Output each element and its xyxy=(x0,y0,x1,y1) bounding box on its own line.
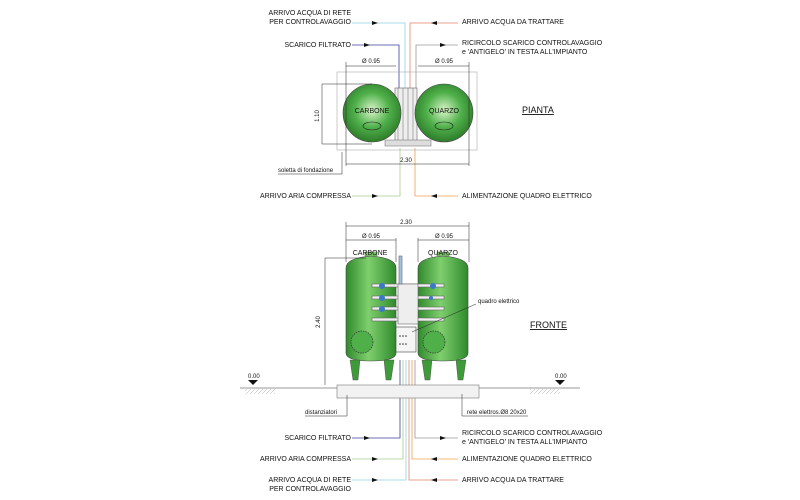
label-filtrato: SCARICO FILTRATO xyxy=(284,42,351,49)
tank-quarzo-plan xyxy=(414,83,474,143)
spacers-label: distanziatori xyxy=(305,410,337,416)
label-rete-2: PER CONTROLAVAGGIO xyxy=(269,19,351,26)
label-ricircolo-front: RICIRCOLO SCARICO CONTROLAVAGGIO xyxy=(462,430,603,437)
front-width: 2.30 xyxy=(400,220,412,226)
label-ricircolo-front-2: e 'ANTIGELO' IN TESTA ALL'IMPIANTO xyxy=(462,439,588,446)
plan-width: 2.30 xyxy=(400,158,412,164)
label-elettrico: ALIMENTAZIONE QUADRO ELETTRICO xyxy=(462,193,592,200)
valve-icons xyxy=(379,283,436,312)
label-elettrico-front: ALIMENTAZIONE QUADRO ELETTRICO xyxy=(462,456,592,463)
front-label-carbone: CARBONE xyxy=(353,250,388,257)
pipe-elettrico-front xyxy=(411,360,458,460)
front-dia-right: Ø 0.95 xyxy=(435,234,454,240)
plan-label-quarzo: QUARZO xyxy=(429,108,460,115)
plan-label-carbone: CARBONE xyxy=(355,108,390,115)
label-rete-front-2: PER CONTROLAVAGGIO xyxy=(269,486,351,493)
front-title: FRONTE xyxy=(530,320,567,330)
pipe-ricircolo-front xyxy=(414,360,458,439)
pipe-aria-front xyxy=(352,360,404,460)
arrow-icons xyxy=(364,21,446,198)
pipe-filtrato-plan xyxy=(352,44,400,90)
plan-dia-left: Ø 0.95 xyxy=(362,59,381,65)
pipe-rete-front xyxy=(352,360,407,481)
label-ricircolo-2: e 'ANTIGELO' IN TESTA ALL'IMPIANTO xyxy=(462,49,588,56)
label-trattare: ARRIVO ACQUA DA TRATTARE xyxy=(462,19,564,26)
plan-view: CARBONE QUARZO Ø 0.95 Ø 0.95 2.30 1.10 s… xyxy=(260,10,603,200)
front-view: 0.00 0.00 quadro elettrico CARBONE QUARZ… xyxy=(240,220,603,493)
pipe-rete-plan xyxy=(352,22,406,90)
label-filtrato-front: SCARICO FILTRATO xyxy=(284,435,351,442)
pipe-elettrico-plan xyxy=(414,148,458,197)
arrow-icons-front xyxy=(364,436,446,482)
pipe-trattare-plan xyxy=(409,22,458,90)
pipe-filtrato-front xyxy=(352,360,401,439)
mesh-label: rete elettros.Ø8 20x20 xyxy=(467,410,527,416)
foundation-slab-front xyxy=(336,384,480,399)
pipe-trattare-front xyxy=(408,360,458,481)
pipe-ricircolo-plan xyxy=(415,44,458,90)
label-rete: ARRIVO ACQUA DI RETE xyxy=(269,10,352,17)
label-ricircolo: RICIRCOLO SCARICO CONTROLAVAGGIO xyxy=(462,40,603,47)
electrical-panel xyxy=(395,326,417,353)
foundation-slab-plan xyxy=(336,71,478,151)
label-aria: ARRIVO ARIA COMPRESSA xyxy=(260,193,351,200)
level-right: 0.00 xyxy=(555,374,567,380)
foundation-label: soletta di fondazione xyxy=(278,168,334,174)
front-height: 2.40 xyxy=(316,316,322,328)
plan-title: PIANTA xyxy=(522,105,554,115)
pipe-manifold xyxy=(371,255,445,325)
label-trattare-front: ARRIVO ACQUA DA TRATTARE xyxy=(462,477,564,484)
level-left: 0.00 xyxy=(248,374,260,380)
front-dia-left: Ø 0.95 xyxy=(362,234,381,240)
front-label-quarzo: QUARZO xyxy=(428,250,459,257)
plan-depth: 1.10 xyxy=(315,110,321,122)
label-rete-front: ARRIVO ACQUA DI RETE xyxy=(269,477,352,484)
plan-dia-right: Ø 0.95 xyxy=(435,59,454,65)
panel-label: quadro elettrico xyxy=(478,299,520,305)
label-aria-front: ARRIVO ARIA COMPRESSA xyxy=(260,456,351,463)
pipe-aria-plan xyxy=(352,148,401,197)
